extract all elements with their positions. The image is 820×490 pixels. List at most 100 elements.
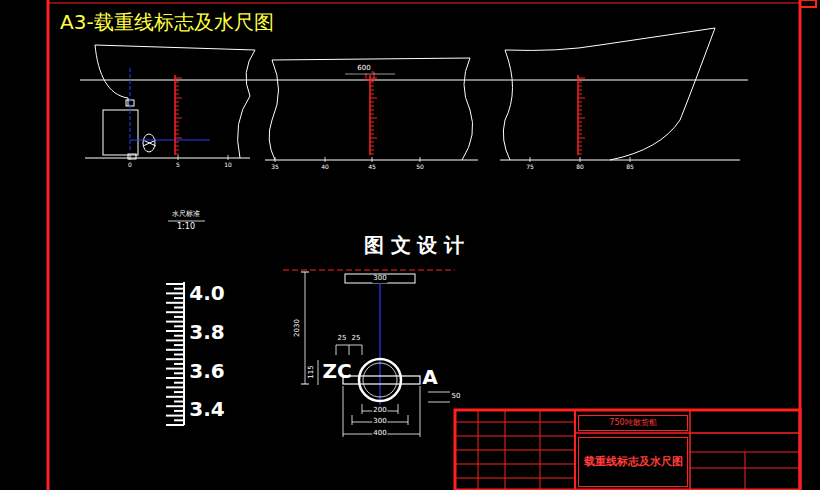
draft-tick	[370, 102, 374, 103]
scale-tick	[174, 410, 184, 412]
draft-tick	[578, 114, 582, 115]
draft-tick	[578, 154, 582, 155]
draft-tick	[578, 98, 585, 99]
draft-tick	[578, 134, 582, 135]
draft-tick	[175, 130, 179, 131]
draft-tick	[175, 118, 182, 119]
dimension: 400	[372, 430, 387, 438]
draft-tick	[370, 142, 374, 143]
scale-tick	[166, 292, 184, 294]
draft-tick	[578, 78, 585, 79]
draft-tick	[578, 82, 582, 83]
title-block-text: 750吨散货船	[609, 418, 656, 427]
frame-tick	[178, 155, 179, 160]
draft-number: 3.6	[189, 360, 224, 382]
frame-tick	[228, 155, 229, 160]
title-block-cell: 750吨散货船	[578, 415, 688, 431]
scale-tick	[174, 354, 184, 356]
title-block-cell: 载重线标志及水尺图	[578, 437, 688, 487]
scale-tick	[174, 419, 184, 421]
title-block-frame	[455, 410, 800, 490]
draft-tick	[175, 134, 179, 135]
draft-tick	[578, 94, 582, 95]
draft-scale-line	[577, 75, 579, 155]
scale-tick	[174, 372, 184, 374]
scale-tick	[174, 382, 184, 384]
draft-tick	[578, 102, 582, 103]
draft-tick	[370, 106, 374, 107]
draft-tick	[370, 122, 374, 123]
draft-tick	[578, 126, 582, 127]
draft-tick	[370, 110, 374, 111]
draft-tick	[370, 114, 374, 115]
scale-tick	[174, 344, 184, 346]
draft-tick	[175, 106, 179, 107]
hull-profile	[80, 28, 748, 160]
draft-number: 3.8	[189, 321, 224, 343]
frame-tick	[275, 157, 276, 162]
scale-tick	[174, 335, 184, 337]
load-line-mark	[283, 270, 455, 437]
scale-tick	[166, 339, 184, 341]
scale-tick	[166, 405, 184, 407]
dimension: 300	[372, 418, 387, 426]
dimension: 115	[308, 364, 316, 379]
scale-tick	[166, 424, 184, 426]
scale-tick	[166, 358, 184, 360]
draft-tick	[578, 146, 582, 147]
scale-tick	[166, 321, 184, 323]
dimension: 25	[338, 335, 347, 343]
scale-tick	[174, 325, 184, 327]
draft-tick	[370, 90, 374, 91]
draft-number: 3.4	[189, 398, 224, 420]
scale-tick	[174, 391, 184, 393]
frame-tick	[420, 157, 421, 162]
draft-tick	[370, 98, 377, 99]
scale-ratio: 1:10	[177, 223, 195, 232]
draft-tick	[370, 134, 374, 135]
draft-tick	[175, 122, 179, 123]
draft-scale-line	[174, 75, 176, 155]
frame-number: 45	[368, 164, 376, 171]
draft-tick	[370, 86, 374, 87]
draft-tick	[175, 94, 179, 95]
draft-tick	[175, 110, 179, 111]
draft-tick	[578, 138, 585, 139]
scale-tick	[174, 316, 184, 318]
watermark: 图 文 设 计	[364, 234, 465, 256]
draft-tick	[175, 146, 179, 147]
mark-box	[366, 72, 374, 80]
scale-tick	[166, 283, 184, 285]
dimension: 25	[352, 335, 361, 343]
draft-tick	[370, 154, 374, 155]
scale-tick	[166, 302, 184, 304]
draft-tick	[370, 82, 374, 83]
frame-number: 5	[176, 162, 180, 169]
draft-tick	[370, 130, 374, 131]
draft-tick	[370, 94, 374, 95]
frame-number: 75	[526, 164, 534, 171]
draft-tick	[175, 90, 179, 91]
draft-tick	[175, 142, 179, 143]
draft-tick	[578, 118, 585, 119]
scale-tick	[166, 330, 184, 332]
scale-underline	[168, 221, 205, 222]
draft-number: 4.0	[189, 282, 224, 304]
frame-tick	[372, 157, 373, 162]
frame-number: 0	[128, 162, 132, 169]
scale-note: 水尺标准	[172, 211, 200, 219]
frame-number: 85	[626, 164, 634, 171]
frame-tick	[130, 155, 131, 160]
frame-tick	[530, 157, 531, 162]
draft-tick	[175, 154, 179, 155]
draft-tick	[578, 142, 582, 143]
frame-number: 50	[416, 164, 424, 171]
drawing-title: A3-载重线标志及水尺图	[60, 9, 274, 36]
frame-number: 40	[321, 164, 329, 171]
draft-tick	[175, 138, 182, 139]
draft-tick	[175, 82, 179, 83]
draft-scale-line	[369, 75, 371, 155]
scale-tick	[166, 415, 184, 417]
draft-tick	[175, 150, 179, 151]
